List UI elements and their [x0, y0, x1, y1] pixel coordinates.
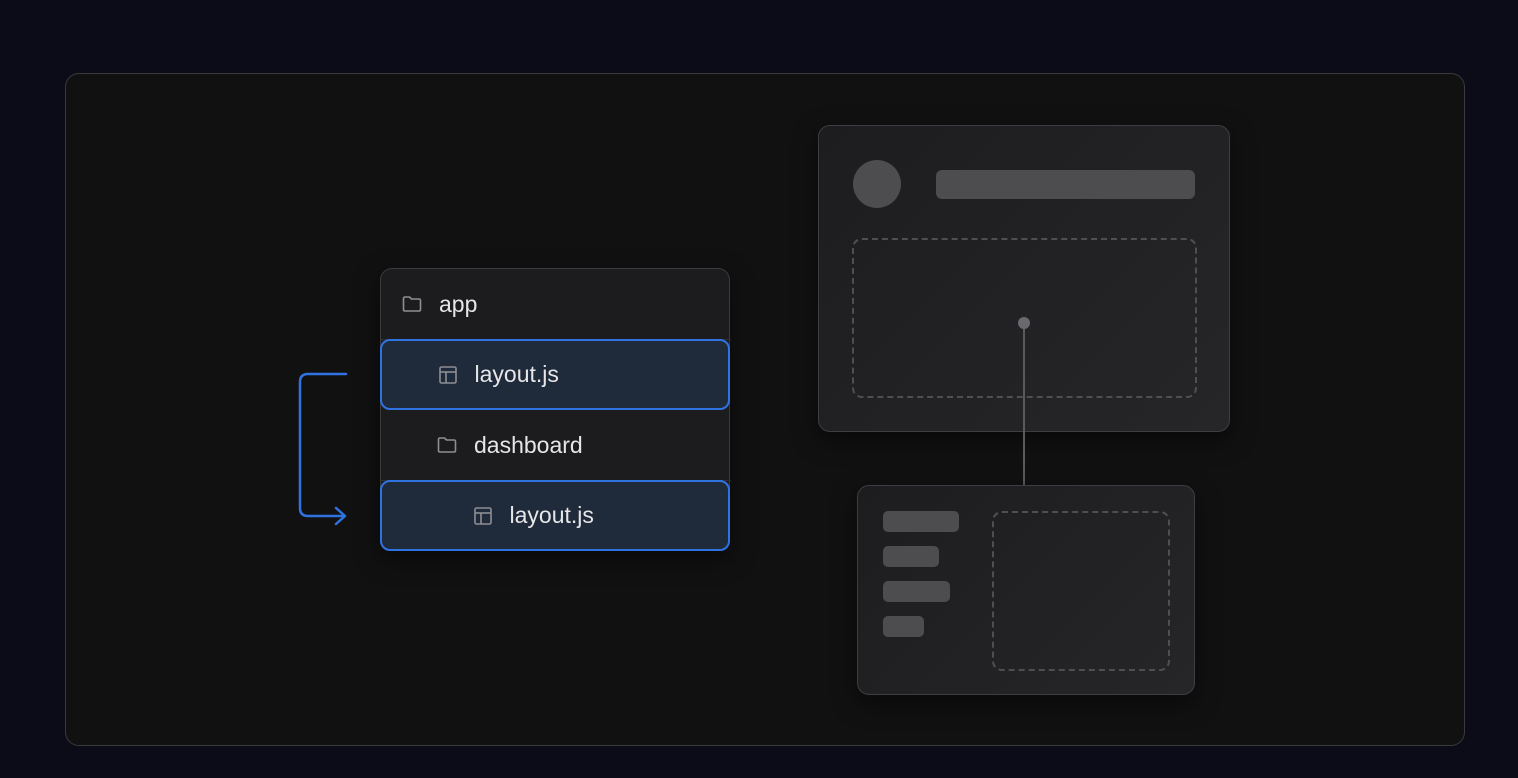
tree-item-label: layout.js: [474, 361, 559, 387]
diagram-frame: [65, 73, 1465, 746]
tree-item-app[interactable]: app: [381, 269, 731, 340]
avatar-placeholder: [853, 160, 901, 208]
tree-item-dashboard-layout[interactable]: layout.js: [379, 480, 730, 551]
sidebar-placeholder: [883, 581, 950, 602]
tree-item-dashboard[interactable]: dashboard: [381, 410, 731, 481]
header-placeholder: [936, 170, 1195, 199]
folder-icon: [436, 434, 458, 456]
nesting-arrow: [298, 372, 348, 526]
folder-icon: [401, 293, 423, 315]
children-slot: [992, 511, 1170, 671]
layout-icon: [437, 364, 459, 386]
dashboard-layout-mockup: [857, 485, 1195, 695]
tree-item-label: layout.js: [509, 502, 594, 528]
nesting-connector: [1018, 317, 1030, 486]
tree-item-root-layout[interactable]: layout.js: [379, 339, 730, 410]
tree-item-label: dashboard: [474, 431, 583, 458]
sidebar-placeholder: [883, 546, 939, 567]
sidebar-placeholder: [883, 616, 924, 637]
layout-icon: [472, 505, 494, 527]
tree-item-label: app: [439, 290, 478, 317]
sidebar-placeholder: [883, 511, 959, 532]
file-tree: app layout.js dashboard layout.js: [379, 268, 731, 551]
root-layout-mockup: [818, 125, 1230, 432]
